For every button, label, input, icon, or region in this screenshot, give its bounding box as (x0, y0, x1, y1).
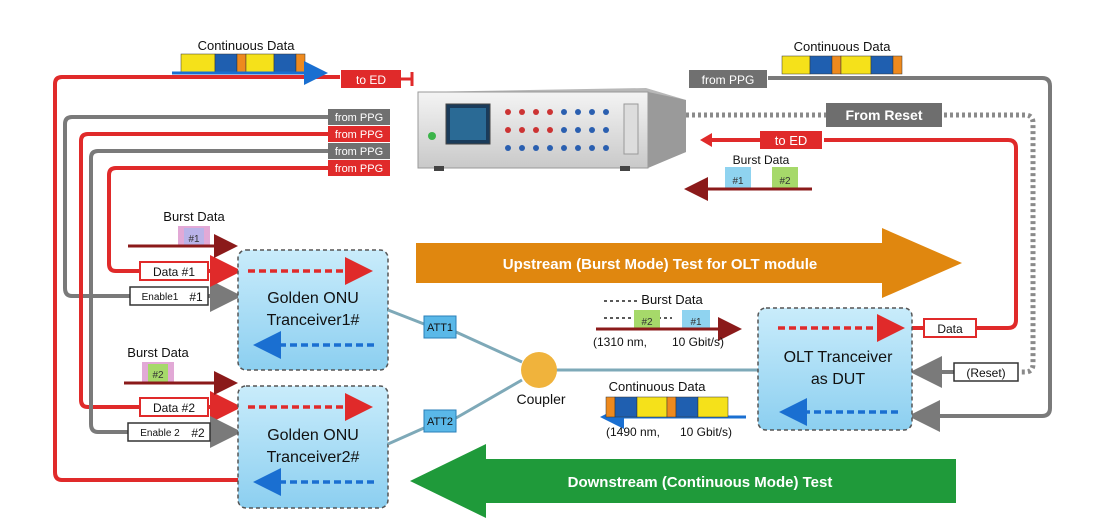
rate-down-label: 10 Gbit/s) (680, 425, 732, 439)
burst-packet-1-label: #1 (732, 176, 744, 187)
enable2-tag: Enable 2 #2 (127, 422, 211, 442)
burst-data-onu2-label: Burst Data (127, 345, 189, 360)
burst-onu1-packet-label: #1 (188, 234, 200, 245)
from-ppg-label-3: from PPG (335, 146, 383, 158)
burst-data-onu2: Burst Data #2 (124, 345, 238, 395)
att1-label: ATT1 (427, 322, 453, 334)
rate-up-label: 10 Gbit/s) (672, 335, 724, 349)
data-right-label: Data (937, 322, 963, 336)
from-ppg-tags: from PPG from PPG from PPG from PPG (328, 109, 390, 176)
reset-label: (Reset) (966, 366, 1005, 380)
onu2-title-line1: Golden ONU (267, 427, 359, 444)
coupler: Coupler (516, 352, 566, 407)
coupler-label: Coupler (516, 391, 565, 407)
data1-wire (107, 166, 328, 273)
olt-title-line2: as DUT (811, 371, 865, 388)
continuous-data-top-left: Continuous Data (172, 38, 328, 85)
olt-transceiver-dut: OLT Tranceiver as DUT (757, 307, 913, 431)
middle-packet-2-label: #2 (641, 317, 653, 328)
data2-label: Data #2 (153, 401, 195, 415)
burst-data-top-right-label: Burst Data (733, 153, 790, 167)
middle-packet-1-label: #1 (690, 317, 702, 328)
wavelength-up-label: (1310 nm, (593, 335, 647, 349)
continuous-data-middle-label: Continuous Data (609, 379, 707, 394)
burst-onu2-packet-label: #2 (152, 370, 164, 381)
to-ed-right-label: to ED (775, 133, 808, 148)
burst-data-top-right: Burst Data #1 #2 (684, 153, 812, 201)
enable1-suffix: #1 (189, 290, 203, 304)
burst-packet-2-label: #2 (779, 176, 791, 187)
burst-data-middle: Burst Data #2 #1 (1310 nm, 10 Gbit/s) (593, 292, 742, 349)
onu1-title-line1: Golden ONU (267, 290, 359, 307)
enable2-suffix: #2 (191, 426, 205, 440)
ppg-ed-instrument (417, 88, 686, 171)
from-ppg-label-4: from PPG (335, 163, 383, 175)
data-right-tag: Data (923, 318, 977, 338)
from-ppg-label-2: from PPG (335, 129, 383, 141)
continuous-data-top-right: Continuous Data (781, 39, 903, 75)
enable1-tag: Enable1 #1 (129, 286, 209, 306)
from-ppg-top-right-label: from PPG (702, 73, 755, 87)
att2-box: ATT2 (423, 409, 457, 433)
reset-wire (686, 112, 1036, 375)
downstream-arrow: Downstream (Continuous Mode) Test (410, 444, 956, 518)
continuous-data-top-right-label: Continuous Data (794, 39, 892, 54)
onu1-title-line2: Tranceiver1# (267, 312, 360, 329)
to-ed-top-tag: to ED (341, 70, 414, 88)
to-ed-top-label: to ED (356, 73, 386, 87)
onu2-title-line2: Tranceiver2# (267, 449, 360, 466)
burst-data-middle-label: Burst Data (641, 292, 703, 307)
downstream-label: Downstream (Continuous Mode) Test (568, 474, 833, 491)
from-ppg-top-right-tag: from PPG (689, 70, 767, 88)
att2-label: ATT2 (427, 416, 453, 428)
to-ed-wire (53, 75, 340, 482)
olt-ppg-wire (768, 76, 1052, 432)
continuous-data-middle: Continuous Data (1490 nm, 10 Gbit/s) (600, 379, 746, 439)
to-ed-right-tag: to ED (700, 131, 822, 149)
burst-data-onu1: Burst Data #1 (128, 209, 238, 258)
enable1-wire (63, 115, 328, 298)
olt-title-line1: OLT Tranceiver (784, 349, 893, 366)
att1-box: ATT1 (423, 315, 457, 339)
wavelength-down-label: (1490 nm, (606, 425, 660, 439)
golden-onu-1: Golden ONU Tranceiver1# (237, 249, 389, 371)
burst-data-onu1-label: Burst Data (163, 209, 225, 224)
golden-onu-2: Golden ONU Tranceiver2# (237, 385, 389, 509)
upstream-label: Upstream (Burst Mode) Test for OLT modul… (503, 256, 817, 273)
to-ed-right-wire (824, 138, 1018, 330)
enable2-label: Enable 2 (140, 428, 180, 439)
upstream-arrow: Upstream (Burst Mode) Test for OLT modul… (416, 228, 962, 298)
data2-tag: Data #2 (139, 397, 209, 417)
data1-label: Data #1 (153, 265, 195, 279)
data1-tag: Data #1 (139, 261, 209, 281)
from-reset-label: From Reset (845, 107, 922, 123)
continuous-data-top-left-label: Continuous Data (198, 38, 296, 53)
reset-tag: (Reset) (953, 362, 1019, 382)
optical-fiber (387, 308, 758, 446)
from-ppg-label-1: from PPG (335, 112, 383, 124)
enable1-label: Enable1 (142, 292, 179, 303)
data2-wire (79, 132, 328, 409)
from-reset-tag: From Reset (826, 103, 942, 127)
enable2-wire (89, 149, 328, 434)
